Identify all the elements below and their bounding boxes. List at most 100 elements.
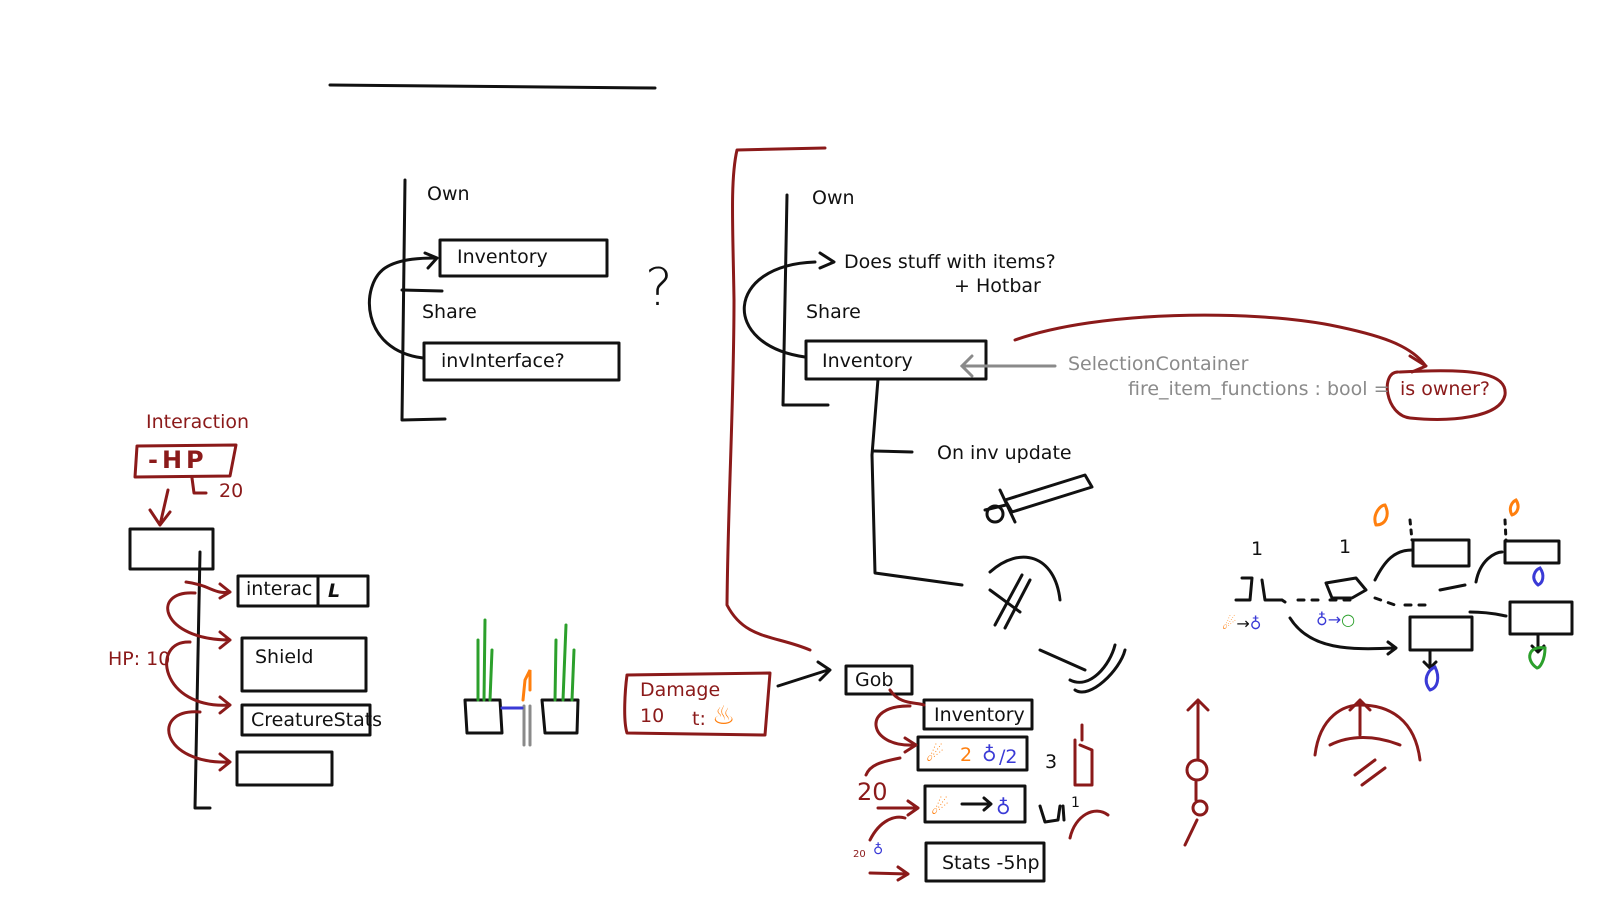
selection-arrow bbox=[959, 354, 1057, 378]
gob-arrow-4 bbox=[876, 799, 920, 817]
grass-right bbox=[553, 623, 576, 702]
sketch-box-4 bbox=[1508, 600, 1574, 636]
sword-icon bbox=[1003, 473, 1094, 514]
multiplier-label: 2 bbox=[960, 744, 973, 766]
plant-pole bbox=[522, 704, 532, 747]
grass-left bbox=[476, 618, 494, 702]
section-bracket bbox=[725, 146, 827, 652]
right-tree-spine bbox=[781, 193, 830, 407]
fire-drop-icon-2: ☄ bbox=[931, 795, 949, 819]
green-drop bbox=[1528, 646, 1547, 670]
owner-link-arrow bbox=[1013, 313, 1427, 367]
entity-box bbox=[128, 527, 215, 571]
gob-arrow-6 bbox=[868, 865, 910, 882]
container-glyph bbox=[1038, 804, 1066, 824]
sketch-box-3 bbox=[1408, 615, 1474, 652]
stats-box bbox=[924, 841, 1046, 883]
three-label: 3 bbox=[1045, 751, 1058, 773]
red-dash-marks bbox=[1353, 758, 1387, 787]
stack-arrow-4 bbox=[167, 710, 232, 772]
gob-label: Gob bbox=[855, 669, 894, 691]
fire-to-water-glyph: ☄→♁ bbox=[1222, 614, 1262, 633]
sketch-dash bbox=[1438, 583, 1467, 592]
stack-arrow-3 bbox=[165, 640, 232, 715]
sketch-arrow-1 bbox=[1288, 616, 1398, 656]
divisor-label: /2 bbox=[999, 746, 1018, 768]
sketch-dashed-link bbox=[1296, 596, 1432, 607]
red-figure-head bbox=[1185, 758, 1209, 782]
is-owner-circle bbox=[1385, 369, 1507, 421]
gob-inventory-box bbox=[922, 698, 1034, 731]
hp-label: HP: 10 bbox=[108, 648, 171, 670]
sketch-one-b: 1 bbox=[1339, 536, 1352, 558]
left-tree-branch bbox=[400, 288, 444, 293]
damage-label: Damage bbox=[640, 679, 721, 701]
sword-pommel bbox=[985, 504, 1005, 524]
sketch-box-1 bbox=[1411, 538, 1471, 568]
conversion-arrow bbox=[960, 796, 993, 812]
gob-arrow-3 bbox=[864, 756, 902, 777]
left-own-label: Own bbox=[427, 183, 470, 205]
interaction-label: Interaction bbox=[146, 411, 250, 433]
interaction-twenty-label: 20 bbox=[219, 480, 244, 502]
right-swap-arrowhead bbox=[818, 251, 836, 270]
left-swap-arrowhead bbox=[423, 251, 439, 270]
plant-pot-right bbox=[540, 698, 580, 735]
slash-effect-icon bbox=[1038, 643, 1127, 694]
gob-arrow-2 bbox=[874, 704, 918, 754]
interac-tag-label: L bbox=[328, 580, 341, 602]
damage-t-label: t: bbox=[692, 708, 706, 730]
sketch-one-a: 1 bbox=[1251, 538, 1264, 560]
inventory-box-right bbox=[804, 339, 988, 381]
sketch-arrow-4 bbox=[1468, 610, 1508, 618]
fire-item-functions-label: fire_item_functions : bool = bbox=[1128, 378, 1390, 400]
right-inventory-label: Inventory bbox=[822, 350, 913, 372]
red-dome-inner bbox=[1328, 736, 1402, 747]
small-water-drop-icon: ♁ bbox=[873, 842, 884, 858]
helmet-icon bbox=[1324, 576, 1368, 600]
damage-ten-label: 10 bbox=[640, 705, 665, 727]
left-tree-spine bbox=[400, 178, 447, 422]
stats-label: Stats -5hp bbox=[942, 852, 1040, 874]
orange-drop-2 bbox=[1508, 498, 1520, 517]
gob-arrow-1 bbox=[888, 688, 926, 707]
interac-box bbox=[236, 574, 370, 608]
twenty-connector bbox=[190, 476, 208, 495]
selection-container-label: SelectionContainer bbox=[1068, 353, 1249, 375]
left-inventory-label: Inventory bbox=[457, 246, 548, 268]
sketch-box-2 bbox=[1503, 539, 1561, 565]
flame-plant bbox=[521, 669, 532, 702]
blue-drop-2 bbox=[1532, 566, 1545, 587]
blue-drop-1 bbox=[1424, 665, 1440, 692]
fire-drop-icon: ☄ bbox=[926, 742, 944, 766]
red-figure-body bbox=[1183, 780, 1199, 847]
sketch-arrow-2 bbox=[1373, 548, 1414, 582]
red-figure-1 bbox=[1073, 723, 1094, 787]
pickaxe-handle bbox=[988, 573, 1032, 630]
hp-box-label: -HP bbox=[148, 446, 208, 474]
stack-arrow-1 bbox=[184, 580, 232, 600]
question-mark: ? bbox=[645, 258, 673, 318]
inventory-box-left bbox=[438, 238, 609, 278]
red-arc-small bbox=[1068, 809, 1110, 840]
red-dome bbox=[1313, 703, 1422, 762]
sketch-arrow-5 bbox=[1422, 648, 1438, 670]
right-swap-arrow bbox=[742, 260, 817, 359]
pickaxe-icon bbox=[988, 555, 1062, 602]
shield-label: Shield bbox=[255, 646, 314, 668]
fire-icon: ♨ bbox=[712, 701, 736, 731]
water-drop-icon-2: ♁ bbox=[996, 795, 1011, 819]
up-arrow-2 bbox=[1348, 698, 1372, 737]
sketch-arrow-3 bbox=[1474, 550, 1504, 584]
damage-box bbox=[623, 671, 772, 737]
up-arrow-1 bbox=[1186, 698, 1210, 762]
interaction-down-arrow bbox=[148, 488, 172, 527]
water-fire-box bbox=[916, 735, 1029, 772]
invinterface-label: invInterface? bbox=[441, 350, 565, 372]
plant-pot-left bbox=[463, 698, 504, 735]
stack-arrow-2 bbox=[166, 591, 232, 650]
right-share-label: Share bbox=[806, 301, 861, 323]
inventory-children-line bbox=[870, 377, 964, 587]
one-small-label: 1 bbox=[1071, 795, 1080, 811]
top-divider-line bbox=[328, 83, 657, 90]
